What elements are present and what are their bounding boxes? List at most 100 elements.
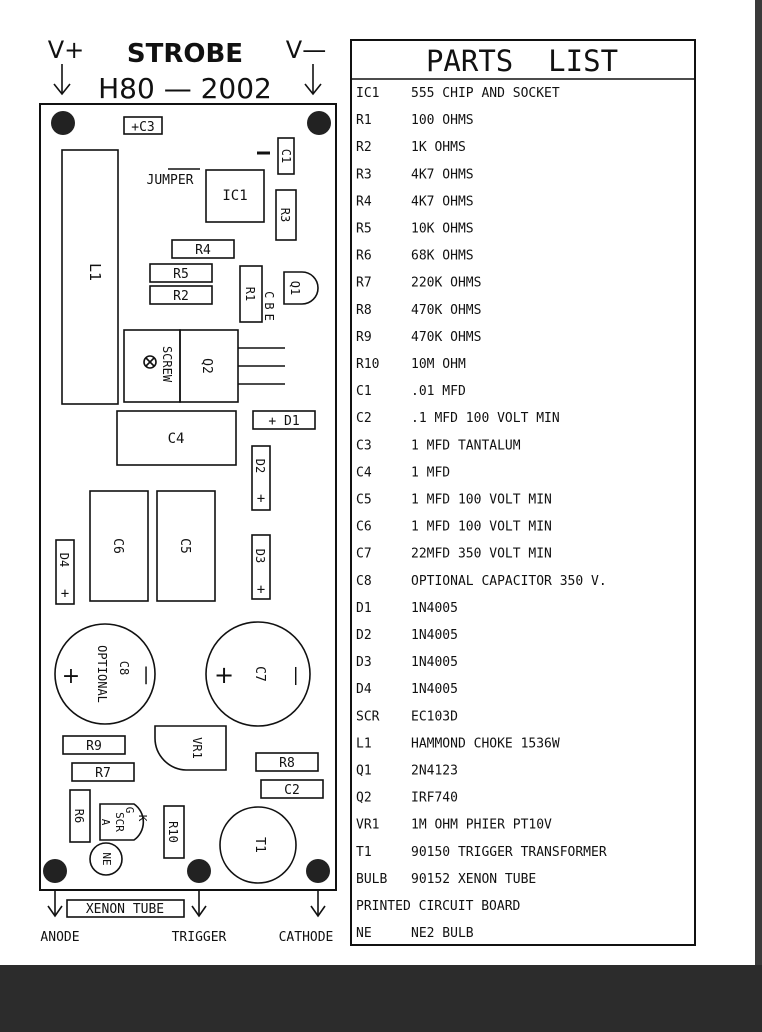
r5-outline bbox=[149, 263, 213, 283]
parts-row-ref: C8 bbox=[356, 574, 372, 589]
parts-row-ref: R6 bbox=[356, 249, 372, 264]
title-strobe: STROBE bbox=[127, 39, 243, 69]
parts-row-ref: C3 bbox=[356, 438, 372, 453]
cathode-arrow bbox=[310, 890, 326, 918]
scr-label: SCR bbox=[113, 812, 126, 832]
r9-label: R9 bbox=[86, 739, 102, 754]
r2-outline bbox=[149, 285, 213, 305]
parts-row-ref: R5 bbox=[356, 222, 372, 237]
parts-row-description: 1K OHMS bbox=[411, 140, 466, 155]
parts-row-description: 90150 TRIGGER TRANSFORMER bbox=[411, 845, 607, 860]
r3-label: R3 bbox=[278, 208, 292, 222]
ic1-label: IC1 bbox=[222, 188, 247, 204]
r8-outline bbox=[255, 752, 319, 772]
parts-row-ref: C6 bbox=[356, 520, 372, 535]
parts-row-description: HAMMOND CHOKE 1536W bbox=[411, 736, 560, 751]
parts-row-ref: C1 bbox=[356, 384, 372, 399]
ne-label: NE bbox=[100, 852, 113, 865]
parts-row-description: 470K OHMS bbox=[411, 303, 481, 318]
vplus-label: V+ bbox=[48, 36, 85, 64]
parts-row-ref: C2 bbox=[356, 411, 372, 426]
c1-outline bbox=[277, 137, 295, 175]
t1-label: T1 bbox=[252, 837, 267, 853]
parts-row-ref: D4 bbox=[356, 682, 372, 697]
q1-outline bbox=[283, 271, 319, 305]
c7-plus: + bbox=[214, 661, 234, 689]
d3-label: D3 bbox=[253, 549, 267, 563]
mount-hole-trigger bbox=[187, 859, 211, 883]
d4-plus: + bbox=[61, 586, 69, 602]
c1-label: C1 bbox=[279, 149, 293, 163]
parts-row-description: EC103D bbox=[411, 709, 458, 724]
t1-outline bbox=[219, 806, 297, 884]
vr1-outline bbox=[154, 725, 227, 771]
c8-minus: | bbox=[143, 664, 149, 685]
r8-label: R8 bbox=[279, 756, 295, 771]
q1-label: Q1 bbox=[288, 281, 302, 295]
parts-row-description: PRINTED CIRCUIT BOARD bbox=[356, 899, 521, 914]
c8-optional-label: OPTIONAL bbox=[95, 645, 109, 703]
pcb-diagram: STROBE H80 — 2002 V+ V— +C3 L1 bbox=[39, 36, 696, 946]
parts-row-description: 470K OHMS bbox=[411, 330, 481, 345]
r9-outline bbox=[62, 735, 126, 755]
parts-row-description: 1 MFD TANTALUM bbox=[411, 438, 521, 453]
right-dark-edge bbox=[755, 0, 762, 965]
c2-label: C2 bbox=[284, 783, 300, 798]
d3-outline bbox=[251, 534, 271, 600]
parts-row-ref: C7 bbox=[356, 547, 372, 562]
pcb-outline bbox=[39, 103, 337, 891]
parts-row-description: IRF740 bbox=[411, 791, 458, 806]
parts-row-description: 4K7 OHMS bbox=[411, 194, 474, 209]
vminus-label: V— bbox=[286, 36, 326, 64]
d4-label: D4 bbox=[57, 553, 71, 567]
anode-label: ANODE bbox=[40, 930, 79, 945]
parts-row-description: 1N4005 bbox=[411, 601, 458, 616]
parts-row-ref: Q1 bbox=[356, 764, 372, 779]
r7-label: R7 bbox=[95, 766, 111, 781]
l1-outline bbox=[61, 149, 119, 405]
parts-row-ref: C4 bbox=[356, 465, 372, 480]
c7-label: C7 bbox=[252, 666, 267, 682]
c6-outline bbox=[89, 490, 149, 602]
c3-outline bbox=[123, 116, 163, 135]
parts-row-ref: R10 bbox=[356, 357, 379, 372]
vplus-arrow bbox=[53, 64, 71, 96]
c5-outline bbox=[156, 490, 216, 602]
c5-label: C5 bbox=[177, 538, 192, 554]
parts-row-ref: Q2 bbox=[356, 791, 372, 806]
r2-label: R2 bbox=[173, 289, 189, 304]
r6-label: R6 bbox=[72, 809, 86, 823]
mount-hole-anode bbox=[43, 859, 67, 883]
ic1-outline bbox=[205, 169, 265, 223]
parts-row-ref: D3 bbox=[356, 655, 372, 670]
parts-row-description: NE2 BULB bbox=[411, 926, 474, 941]
parts-row-description: 4K7 OHMS bbox=[411, 167, 474, 182]
d3-plus: + bbox=[257, 582, 265, 598]
scr-g-pin: G bbox=[123, 807, 136, 814]
parts-row-description: 1N4005 bbox=[411, 655, 458, 670]
parts-row-description: 2N4123 bbox=[411, 764, 458, 779]
c4-label: C4 bbox=[168, 431, 185, 447]
q2-leads bbox=[238, 347, 285, 385]
parts-row-description: 1N4005 bbox=[411, 628, 458, 643]
c8-label: C8 bbox=[117, 661, 131, 675]
mount-hole-cathode bbox=[306, 859, 330, 883]
q2-label: Q2 bbox=[199, 358, 214, 374]
parts-row-description: .1 MFD 100 VOLT MIN bbox=[411, 411, 560, 426]
r4-outline bbox=[171, 239, 235, 259]
parts-row-description: 1M OHM PHIER PT10V bbox=[411, 818, 552, 833]
c6-label: C6 bbox=[110, 538, 125, 554]
c7-minus: — bbox=[285, 666, 309, 686]
trigger-label: TRIGGER bbox=[172, 930, 227, 945]
c3-label: +C3 bbox=[131, 120, 154, 135]
scr-k-pin: K bbox=[136, 815, 149, 822]
parts-row-ref: R9 bbox=[356, 330, 372, 345]
d2-plus: + bbox=[257, 491, 265, 507]
parts-row-ref: R3 bbox=[356, 167, 372, 182]
parts-row-ref: R2 bbox=[356, 140, 372, 155]
parts-row-ref: R8 bbox=[356, 303, 372, 318]
parts-row-description: 10M OHM bbox=[411, 357, 466, 372]
r5-label: R5 bbox=[173, 267, 189, 282]
